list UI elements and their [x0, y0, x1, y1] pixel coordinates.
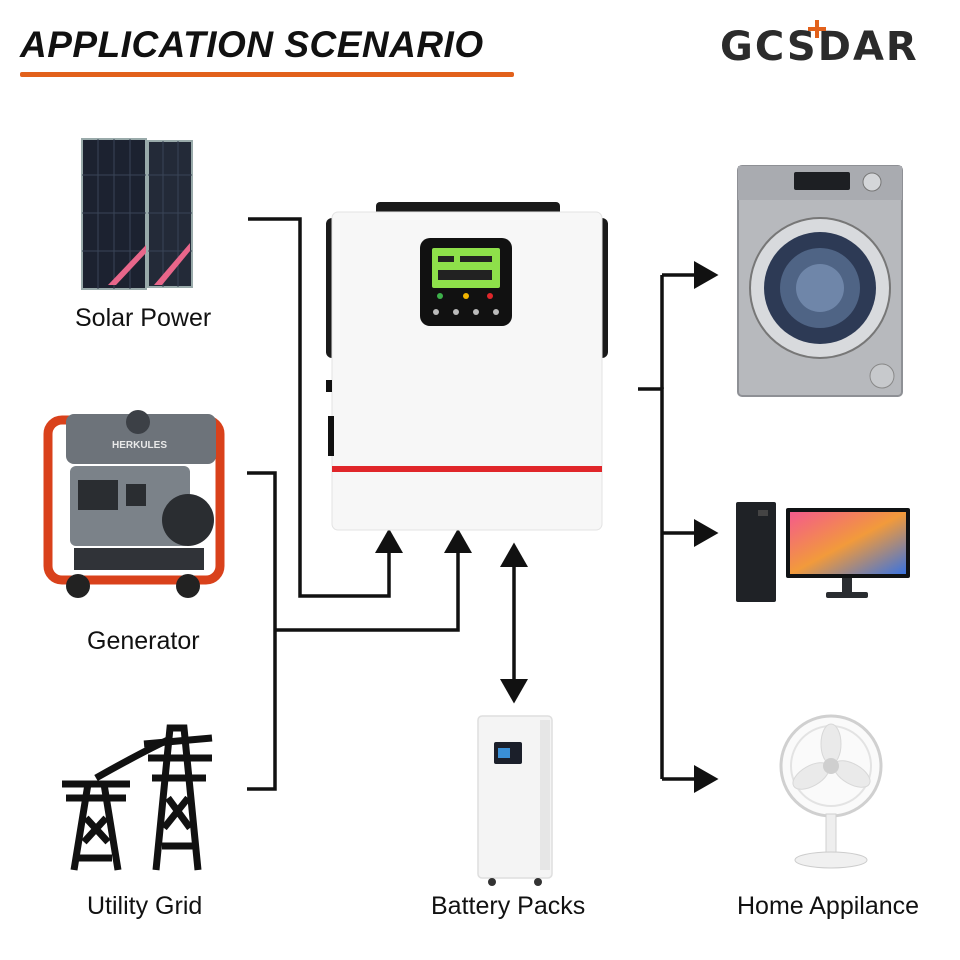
generator-icon: HERKULES: [43, 410, 225, 598]
battery-icon: [477, 715, 553, 886]
home-appliance-label: Home Appilance: [737, 892, 920, 920]
utility-grid-label: Utility Grid: [87, 892, 203, 920]
fan-icon: [779, 714, 883, 869]
solar-connection-line: [248, 217, 403, 598]
inverter-icon: [326, 202, 608, 531]
title-underline: [20, 72, 514, 77]
generator-label: Generator: [87, 627, 200, 655]
solar-panel-icon: [81, 138, 193, 290]
ac-input-connection-line: [275, 528, 472, 632]
svg-text:HERKULES: HERKULES: [112, 440, 167, 451]
power-tower-icon: [62, 724, 213, 871]
washing-machine-icon: [737, 165, 903, 397]
computer-icon: [736, 502, 910, 602]
solar-power-label: Solar Power: [75, 304, 212, 332]
battery-packs-label: Battery Packs: [431, 892, 586, 920]
generator-connection-line: [247, 471, 277, 791]
load-bus-line: [638, 387, 664, 779]
page-title: APPLICATION SCENARIO: [20, 24, 484, 65]
brand-logo-plus-icon: [808, 20, 826, 38]
